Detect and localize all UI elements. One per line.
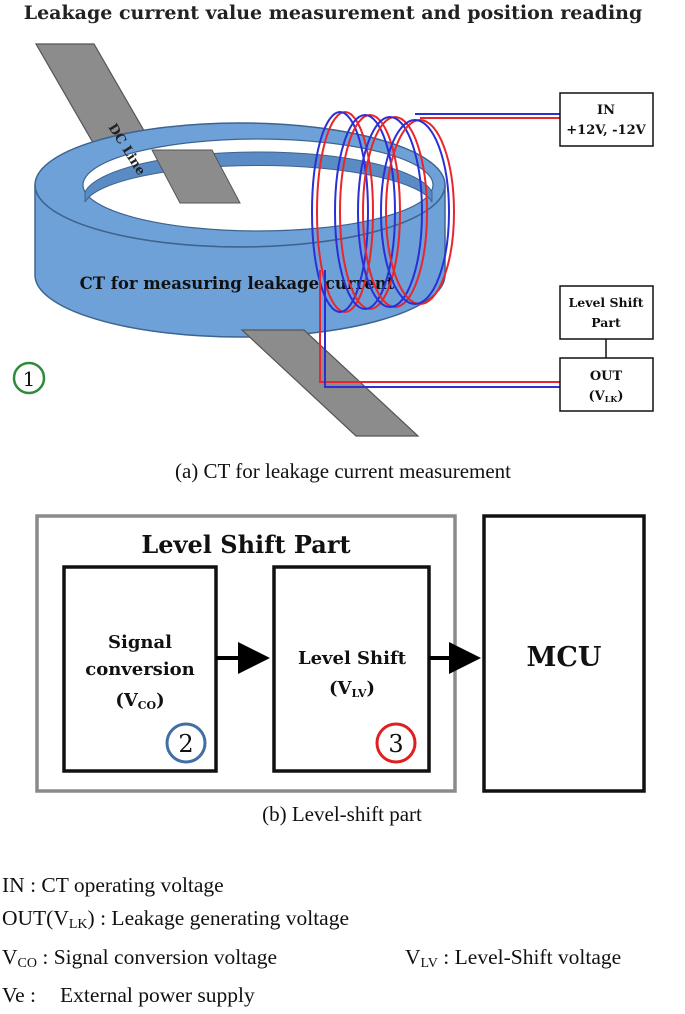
in-box: IN +12V, -12V [559,92,654,147]
ct-label: CT for measuring leakage current [80,274,395,293]
block2-v-sub: LV [351,687,366,700]
block1-line3: (VCO) [115,690,164,712]
out-box-close: ) [617,389,623,404]
legend-ve-term: Ve : [2,983,37,1007]
out-box-line2: (VLK) [589,389,624,404]
legend-vlv-sub: LV [420,956,438,971]
marker-2-circle [165,722,207,764]
diagram-title: Leakage current value measurement and po… [24,2,643,24]
block1-close: ) [156,690,165,711]
mcu-label: MCU [527,642,602,673]
marker-3-circle [375,722,417,764]
legend-in: IN : CT operating voltage [2,873,224,898]
out-box: OUT (VLK) [559,357,654,412]
legend-out: OUT(VLK) : Leakage generating voltage [2,906,349,933]
in-box-line2: +12V, -12V [566,123,646,138]
marker-2-label: 2 [178,730,193,758]
legend-out-term: OUT(V [2,906,69,930]
marker-1-label: 1 [23,367,36,391]
legend-vco-sub: CO [17,956,37,971]
legend-in-term: IN [2,873,25,897]
out-box-v-sub: LK [605,394,619,404]
level-shift-part-box: Level Shift Part [559,285,654,340]
legend-ve: Ve : External power supply [2,983,255,1008]
lead-out-red [319,270,560,383]
legend-out-sub: LK [68,917,88,932]
panel-b: Level Shift Part Signal conversion (VCO)… [35,514,646,826]
dc-line-through-hole [151,149,241,204]
legend-vco-term: V [2,945,18,969]
marker-3-label: 3 [388,730,403,758]
block2-v: (V [329,678,353,699]
level-shift-box-line2: Part [591,315,621,330]
marker-1-circle [12,361,46,395]
in-box-line1: IN [597,103,615,118]
block1-line1: Signal [108,632,172,653]
legend-vco-desc: : Signal conversion voltage [36,945,278,969]
coil-loop-red-1 [316,111,374,313]
legend-vlv-term: V [405,945,421,969]
block2-line2: (VLV) [329,678,375,700]
mcu-block: MCU [482,514,646,793]
coil-loop-blue-1 [311,111,369,313]
legend-ve-desc: External power supply [60,983,255,1007]
level-shift-part-label: Level Shift Part [141,530,350,559]
block1-v-sub: CO [138,699,157,712]
caption-b: (b) Level-shift part [262,802,422,826]
legend-vlv-desc: : Level-Shift voltage [437,945,622,969]
signal-conversion-block: Signal conversion (VCO) 2 [62,565,218,773]
coil-loop-blue-3 [357,116,423,308]
level-shift-box-line1: Level Shift [568,295,643,310]
block2-line1: Level Shift [298,648,407,669]
out-box-line1: OUT [590,369,623,384]
coil-loop-blue-4 [380,119,450,305]
panel-a: DC Line CT for measuring leakage current… [12,43,654,483]
caption-a: (a) CT for leakage current measurement [175,459,511,483]
coil-loop-blue-2 [334,114,396,310]
lead-out-blue [324,270,560,388]
legend-vco: VCO : Signal conversion voltage [2,945,277,972]
block1-v: (V [115,690,139,711]
block2-close: ) [366,678,375,699]
legend-in-desc: : CT operating voltage [24,873,224,897]
block1-line2: conversion [85,659,195,680]
coil-windings [311,111,560,388]
coil-loop-red-2 [339,114,401,310]
legend-vlv: VLV : Level-Shift voltage [405,945,621,972]
legend-out-desc: ) : Leakage generating voltage [87,906,350,930]
level-shift-block: Level Shift (VLV) 3 [272,565,431,773]
out-box-v: (V [589,389,606,404]
